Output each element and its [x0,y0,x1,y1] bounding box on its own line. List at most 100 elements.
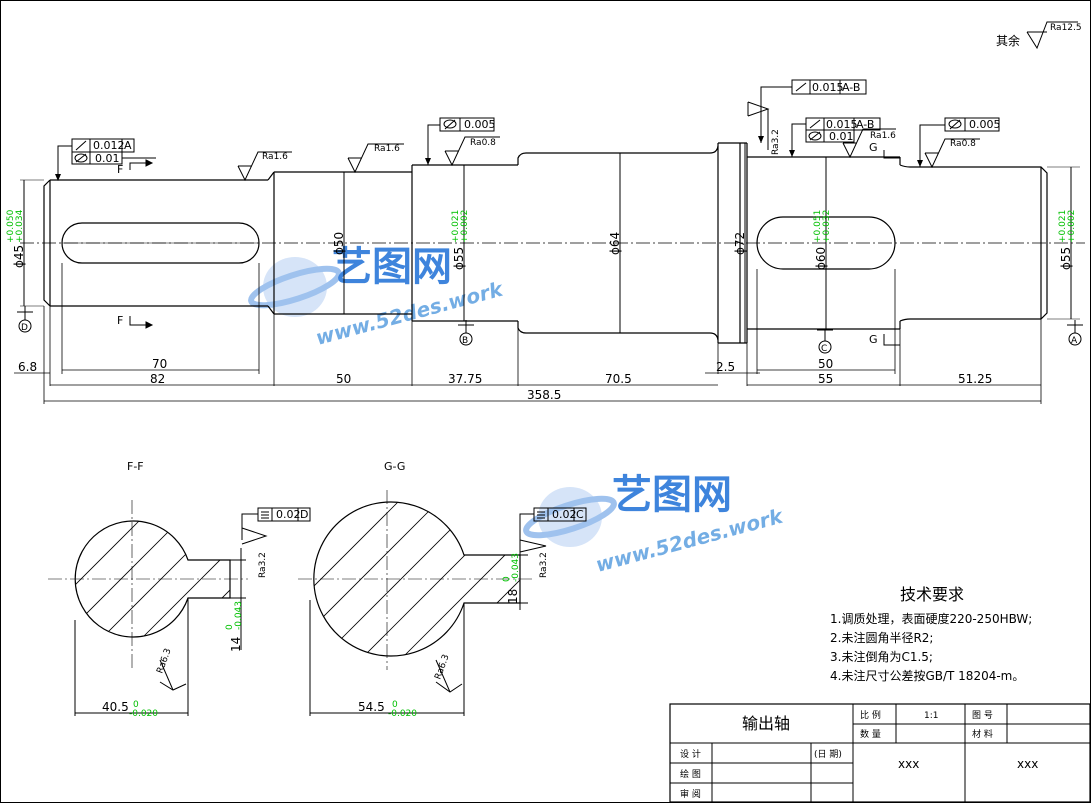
dim-l3585: 358.5 [527,388,561,402]
dim-f-key-up: 0 [225,624,235,630]
dim-f-key-lo: -0.043 [234,601,244,630]
dim-l50a: 50 [336,372,351,386]
cut-f-bot: F [117,314,123,327]
cut-g-top: G [869,141,878,154]
gdt-left-runout: 0.012 [93,139,125,152]
diameter-dim-lines [20,143,1080,343]
requirement-item-1: 1.调质处理，表面硬度220-250HBW; [830,611,1032,626]
scale-value: 1:1 [924,711,938,721]
section-marks [129,150,900,346]
roughness-r6: Ra0.8 [950,139,976,149]
requirement-item-2: 2.未注圆角半径R2; [830,630,933,645]
section-g-view [298,490,535,670]
roughness-r2: Ra1.6 [374,144,400,154]
watermark-brand: 艺图网 [332,244,452,290]
roughness-r7: Ra3.2 [258,552,268,578]
design-label: 设 计 [680,748,701,760]
requirement-item-4: 4.未注尺寸公差按GB/T 18204-m。 [830,668,1024,683]
part-name: 输出轴 [742,714,790,733]
gdt-frame-mid: 0.005 [425,117,496,165]
cut-g-bot: G [869,333,878,346]
dim-d55a-upper: +0.021 [451,210,461,243]
dim-g-key-lo: -0.043 [511,553,521,582]
gdt-left-cyl: 0.01 [95,152,120,165]
dim-f-key: 14 [229,637,243,652]
cell-2: xxx [1017,757,1038,771]
dim-l5125: 51.25 [958,372,992,386]
gdt-top-runout: 0.015 [812,81,844,94]
roughness-r5: Ra1.6 [870,131,896,141]
dim-f-width: 40.5 [102,700,129,714]
dim-d55b-upper: +0.021 [1058,210,1068,243]
dim-d55b: ϕ55 [1059,247,1073,270]
gdt-frame-far: 0.005 [917,117,1001,167]
technical-requirements: 技术要求 1.调质处理，表面硬度220-250HBW; 2.未注圆角半径R2; … [830,585,1032,683]
datum-d: D [21,323,28,333]
date-label: (日 期) [814,749,842,760]
datum-b: B [462,336,468,346]
dim-d45-upper: +0.050 [6,209,16,243]
datum-a: A [1071,336,1078,346]
dim-g-width-lo: -0.020 [388,709,417,719]
dim-g-width-up: 0 [392,700,398,710]
datum-c: C [821,344,827,354]
shaft-outline [20,142,1085,344]
review-label: 审 阅 [680,788,701,800]
roughness-r8: Ra6.3 [155,647,173,675]
section-f-annotations [74,507,311,716]
section-g-annotations [309,507,587,716]
gdt-frame-right: 0.015 A-B 0.01 [789,117,881,157]
dim-d72: ϕ72 [733,232,747,255]
dim-d55a-lower: +0.002 [460,210,470,243]
watermark-brand-2: 艺图网 [612,472,732,518]
qty-label: 数 量 [860,728,881,740]
dim-l3775: 37.75 [448,372,482,386]
dim-d64: ϕ64 [608,232,622,255]
general-roughness: 其余 Ra12.5 [996,21,1082,50]
dim-g-key-up: 0 [502,576,512,582]
gdt-left-runout-ref: A [124,139,132,152]
roughness-symbols [237,101,980,182]
gdt-right-cyl: 0.01 [829,130,854,143]
dim-l70: 70 [152,357,167,371]
roughness-r4: Ra3.2 [771,129,781,155]
gdt-sym-g-ref: C [576,508,584,521]
dim-d60-lower: +0.032 [822,210,832,243]
gdt-right-runout-ref: A-B [856,118,874,131]
dim-l705: 70.5 [605,372,632,386]
roughness-r9: Ra3.2 [539,552,549,578]
dim-f-width-up: 0 [133,700,139,710]
dim-d55a: ϕ55 [452,247,466,270]
cell-1: xxx [898,757,919,771]
cut-f-top: F [117,163,123,176]
roughness-r10: Ra6.3 [433,653,451,681]
dim-l68: 6.8 [18,360,37,374]
roughness-r1: Ra1.6 [262,152,288,162]
requirements-title: 技术要求 [900,585,964,604]
section-g-title: G-G [384,460,405,473]
dim-f-width-lo: -0.020 [129,709,158,719]
length-dim-lines [14,263,1042,404]
dim-d60-upper: +0.051 [813,210,823,243]
roughness-rest-value: Ra12.5 [1050,23,1082,33]
gdt-sym-g: 0.02 [552,508,577,521]
material-label: 材 料 [972,728,993,740]
gdt-far-cyl: 0.005 [969,118,1001,131]
gdt-frame-top: 0.015 A-B [758,79,867,143]
datum-symbols [17,306,1083,354]
watermark-bottom: 艺图网 www.52des.work [523,472,787,577]
dim-g-key: 18 [506,589,520,604]
scale-label: 比 例 [860,709,881,721]
gdt-frame-left: 0.012 A 0.01 [55,138,156,181]
dim-l50b: 50 [818,357,833,371]
section-f-title: F-F [127,460,144,473]
gdt-top-runout-ref: A-B [842,81,860,94]
dim-d45: ϕ45 [12,245,26,268]
dim-g-width: 54.5 [358,700,385,714]
drawing-no-label: 图 号 [972,710,993,721]
dim-l25: 2.5 [716,360,735,374]
roughness-r3: Ra0.8 [470,138,496,148]
gdt-right-runout: 0.015 [826,118,858,131]
draw-label: 绘 图 [680,768,701,780]
